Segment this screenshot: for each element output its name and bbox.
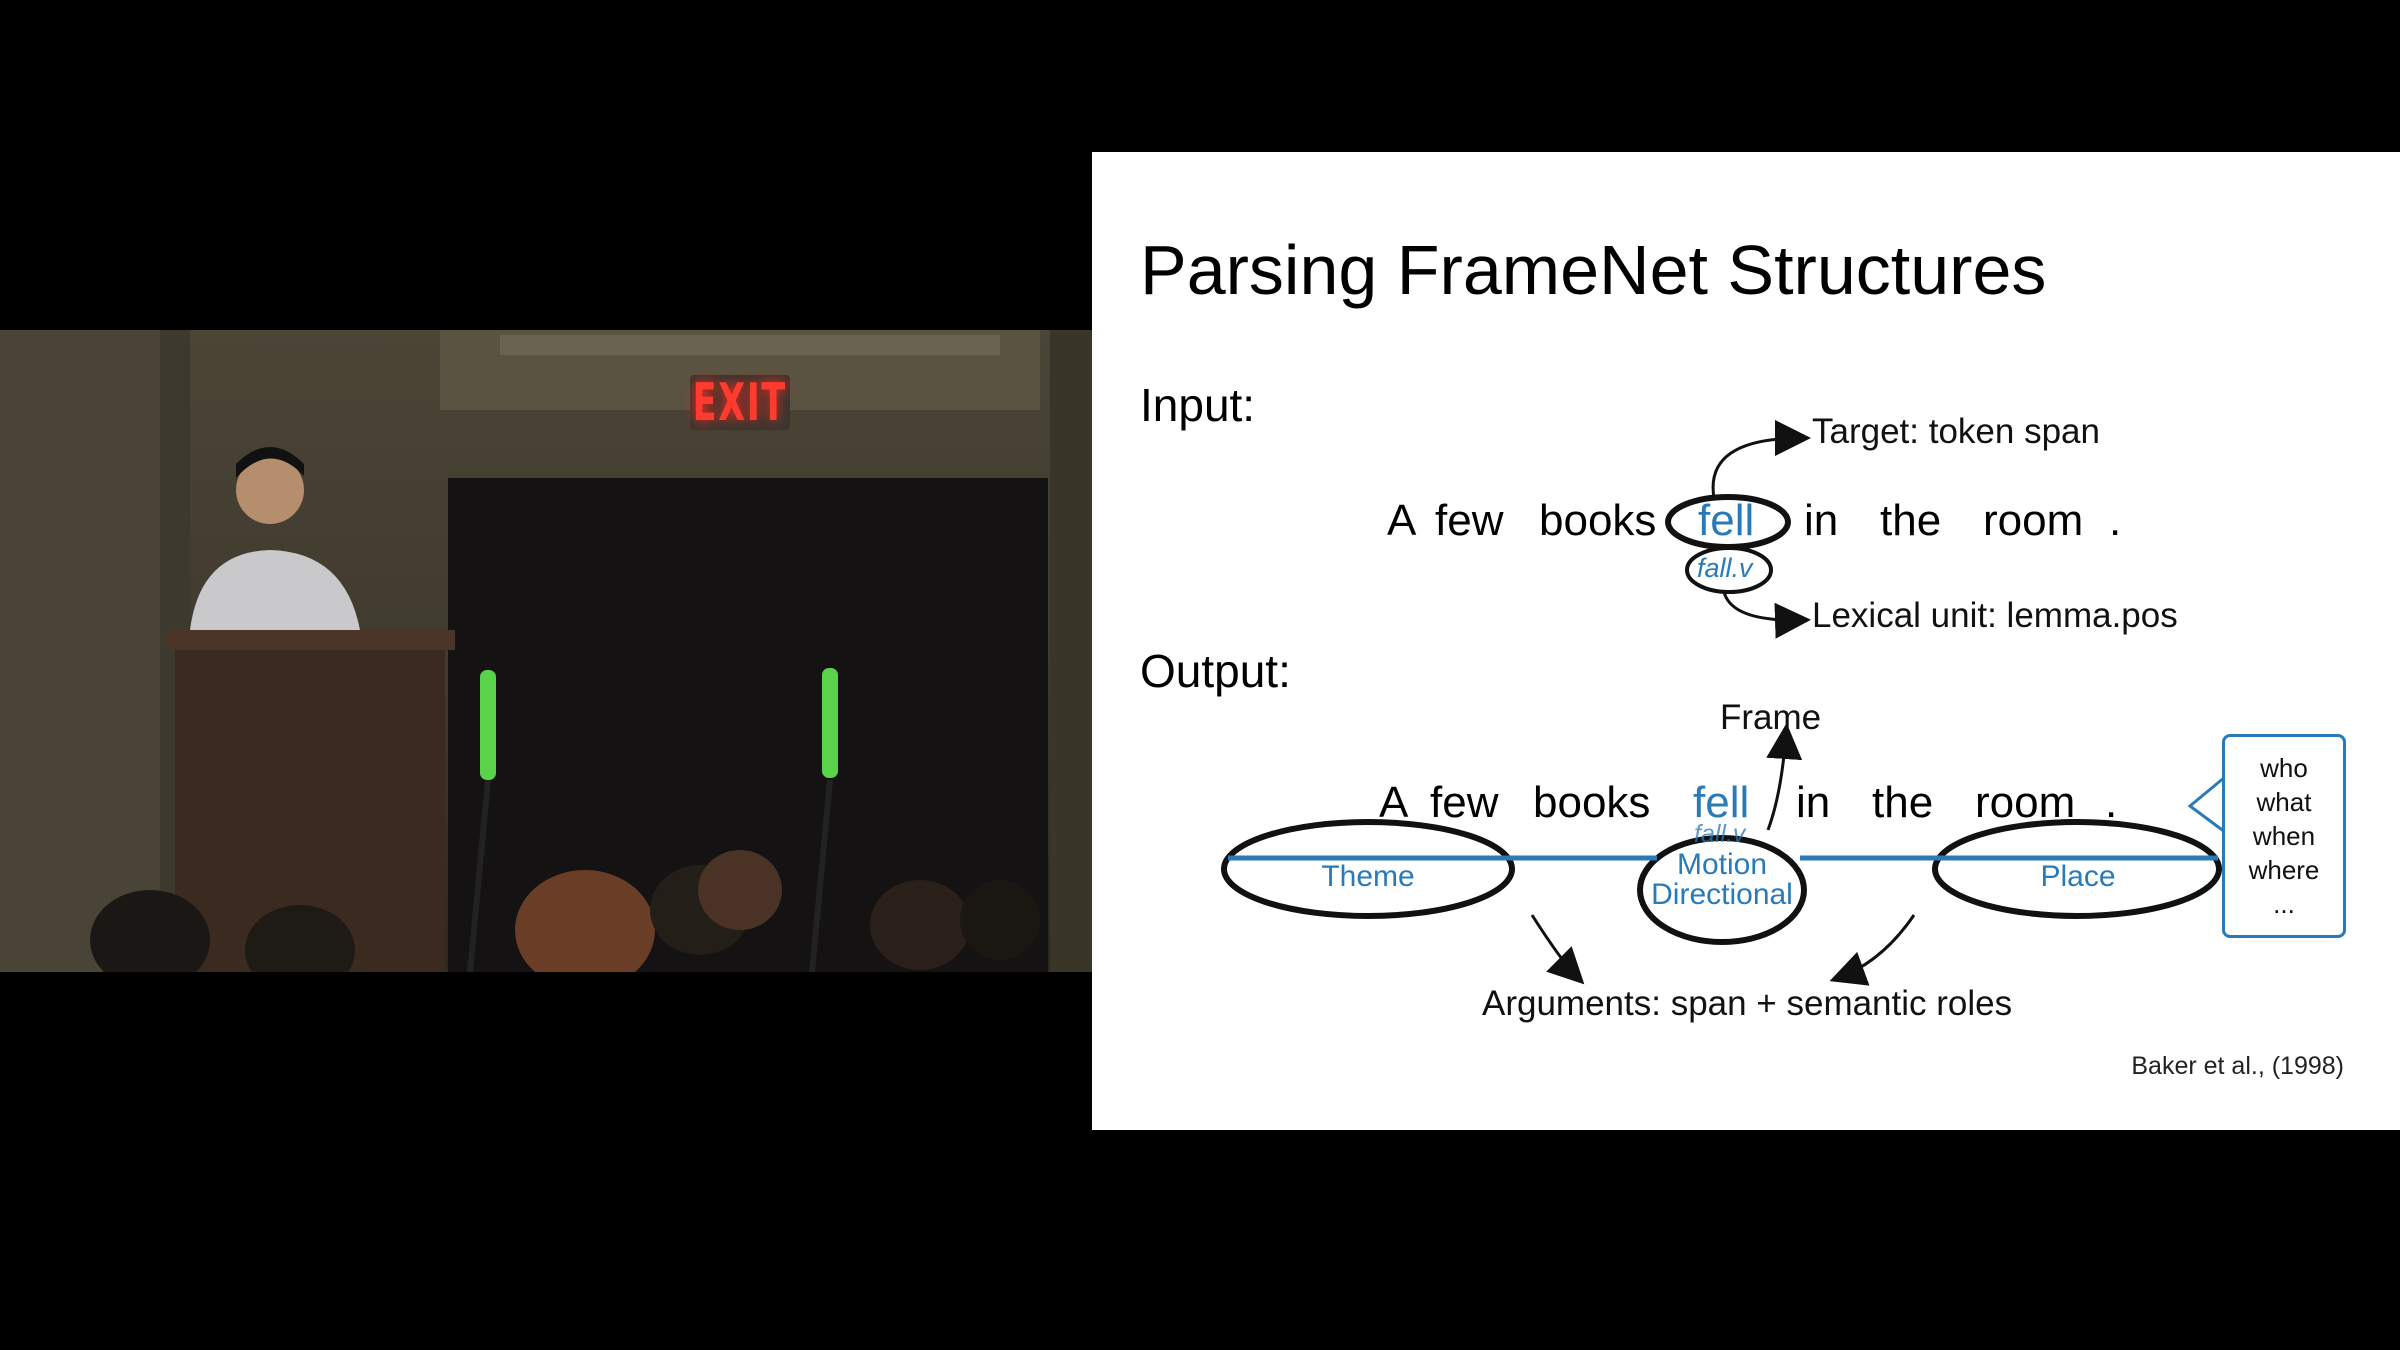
input-token: few — [1435, 496, 1504, 545]
lexical-unit-ellipse — [1685, 546, 1773, 594]
callout-word: what — [2256, 787, 2312, 817]
arguments-note: Arguments: span + semantic roles — [1482, 984, 2013, 1023]
input-token: the — [1880, 496, 1942, 545]
input-lexical-unit: fall.v — [1697, 553, 1753, 583]
frame-name: Motion Directional — [1651, 848, 1793, 911]
input-target-token: fell — [1698, 496, 1755, 545]
frame-ellipse — [1637, 835, 1807, 945]
output-lexical-unit: fall.v — [1694, 820, 1746, 848]
output-token: A — [1379, 778, 1409, 827]
lexical-unit-arrow — [1722, 591, 1811, 639]
callout-word: when — [2252, 821, 2316, 851]
input-heading: Input: — [1140, 379, 1256, 431]
input-token: books — [1539, 496, 1657, 545]
place-argument-arrow — [1829, 914, 1916, 986]
output-token: the — [1872, 778, 1934, 827]
place-ellipse — [1932, 819, 2222, 919]
output-token: room — [1975, 778, 2076, 827]
input-token: in — [1804, 496, 1839, 545]
callout-word: where — [2248, 855, 2320, 885]
output-target-token: fell — [1693, 778, 1750, 827]
lecture-room-scene — [0, 330, 1092, 972]
target-arrow — [1711, 420, 1811, 499]
frame-arrow — [1766, 723, 1803, 831]
question-words-callout: who what when where ... — [2222, 734, 2346, 938]
target-note: Target: token span — [1812, 412, 2100, 451]
callout-word: who — [2260, 753, 2308, 783]
citation: Baker et al., (1998) — [2131, 1052, 2344, 1080]
output-token: few — [1430, 778, 1499, 827]
presentation-slide: Parsing FrameNet Structures Input: Outpu… — [1092, 152, 2400, 1130]
exit-sign: EXIT — [690, 372, 790, 433]
speaker-camera-feed: EXIT — [0, 330, 1092, 972]
output-token: books — [1533, 778, 1651, 827]
input-token: room — [1983, 496, 2084, 545]
callout-pointer — [2187, 775, 2226, 834]
output-token: . — [2105, 778, 2118, 827]
theme-argument-arrow — [1530, 914, 1585, 985]
theme-ellipse — [1221, 819, 1515, 919]
callout-word: ... — [2273, 889, 2295, 919]
exit-sign-text: EXIT — [692, 372, 788, 433]
output-token: in — [1796, 778, 1831, 827]
frame-label: Frame — [1720, 698, 1822, 737]
input-token: A — [1387, 496, 1417, 545]
slide-diagram-graphics — [1221, 420, 2226, 986]
input-token: . — [2109, 496, 2122, 545]
output-heading: Output: — [1140, 645, 1291, 697]
theme-role-label: Theme — [1321, 860, 1415, 893]
slide-title: Parsing FrameNet Structures — [1140, 231, 2047, 309]
place-role-label: Place — [2040, 860, 2116, 893]
lexical-unit-note: Lexical unit: lemma.pos — [1812, 596, 2178, 635]
